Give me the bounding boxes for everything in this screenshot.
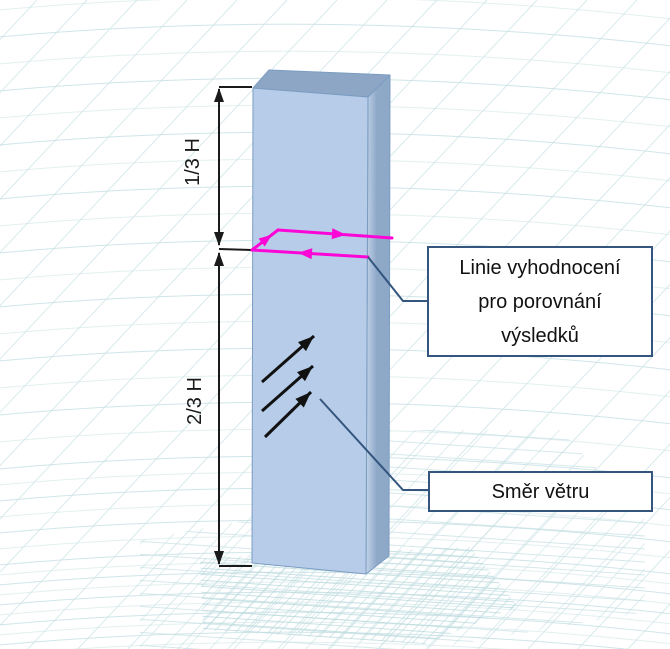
building-front-face: [251, 87, 369, 575]
dimension-label-upper: 1/3 H: [182, 138, 204, 186]
wind-arrows: [261, 334, 315, 439]
building-right-face: [365, 74, 391, 575]
callout-evaluation-line-text-2: pro porovnání: [478, 290, 602, 313]
callout-evaluation-line-text-3: výsledků: [501, 324, 579, 347]
callout-wind-direction: Směr větru: [428, 471, 653, 512]
callout-wind-direction-text: Směr větru: [491, 480, 590, 503]
leader-evaluation-line: [367, 256, 427, 302]
dimension-label-lower: 2/3 H: [184, 377, 206, 425]
callout-evaluation-line-text-1: Linie vyhodnocení: [459, 256, 621, 279]
callout-evaluation-line: Linie vyhodnocení pro porovnání výsledků: [427, 246, 653, 357]
dimension-lines: [214, 86, 253, 567]
callout-leader-lines: [319, 256, 428, 491]
evaluation-line-loop: [250, 228, 394, 260]
building-block: [251, 69, 391, 575]
leader-wind-direction: [319, 398, 428, 491]
